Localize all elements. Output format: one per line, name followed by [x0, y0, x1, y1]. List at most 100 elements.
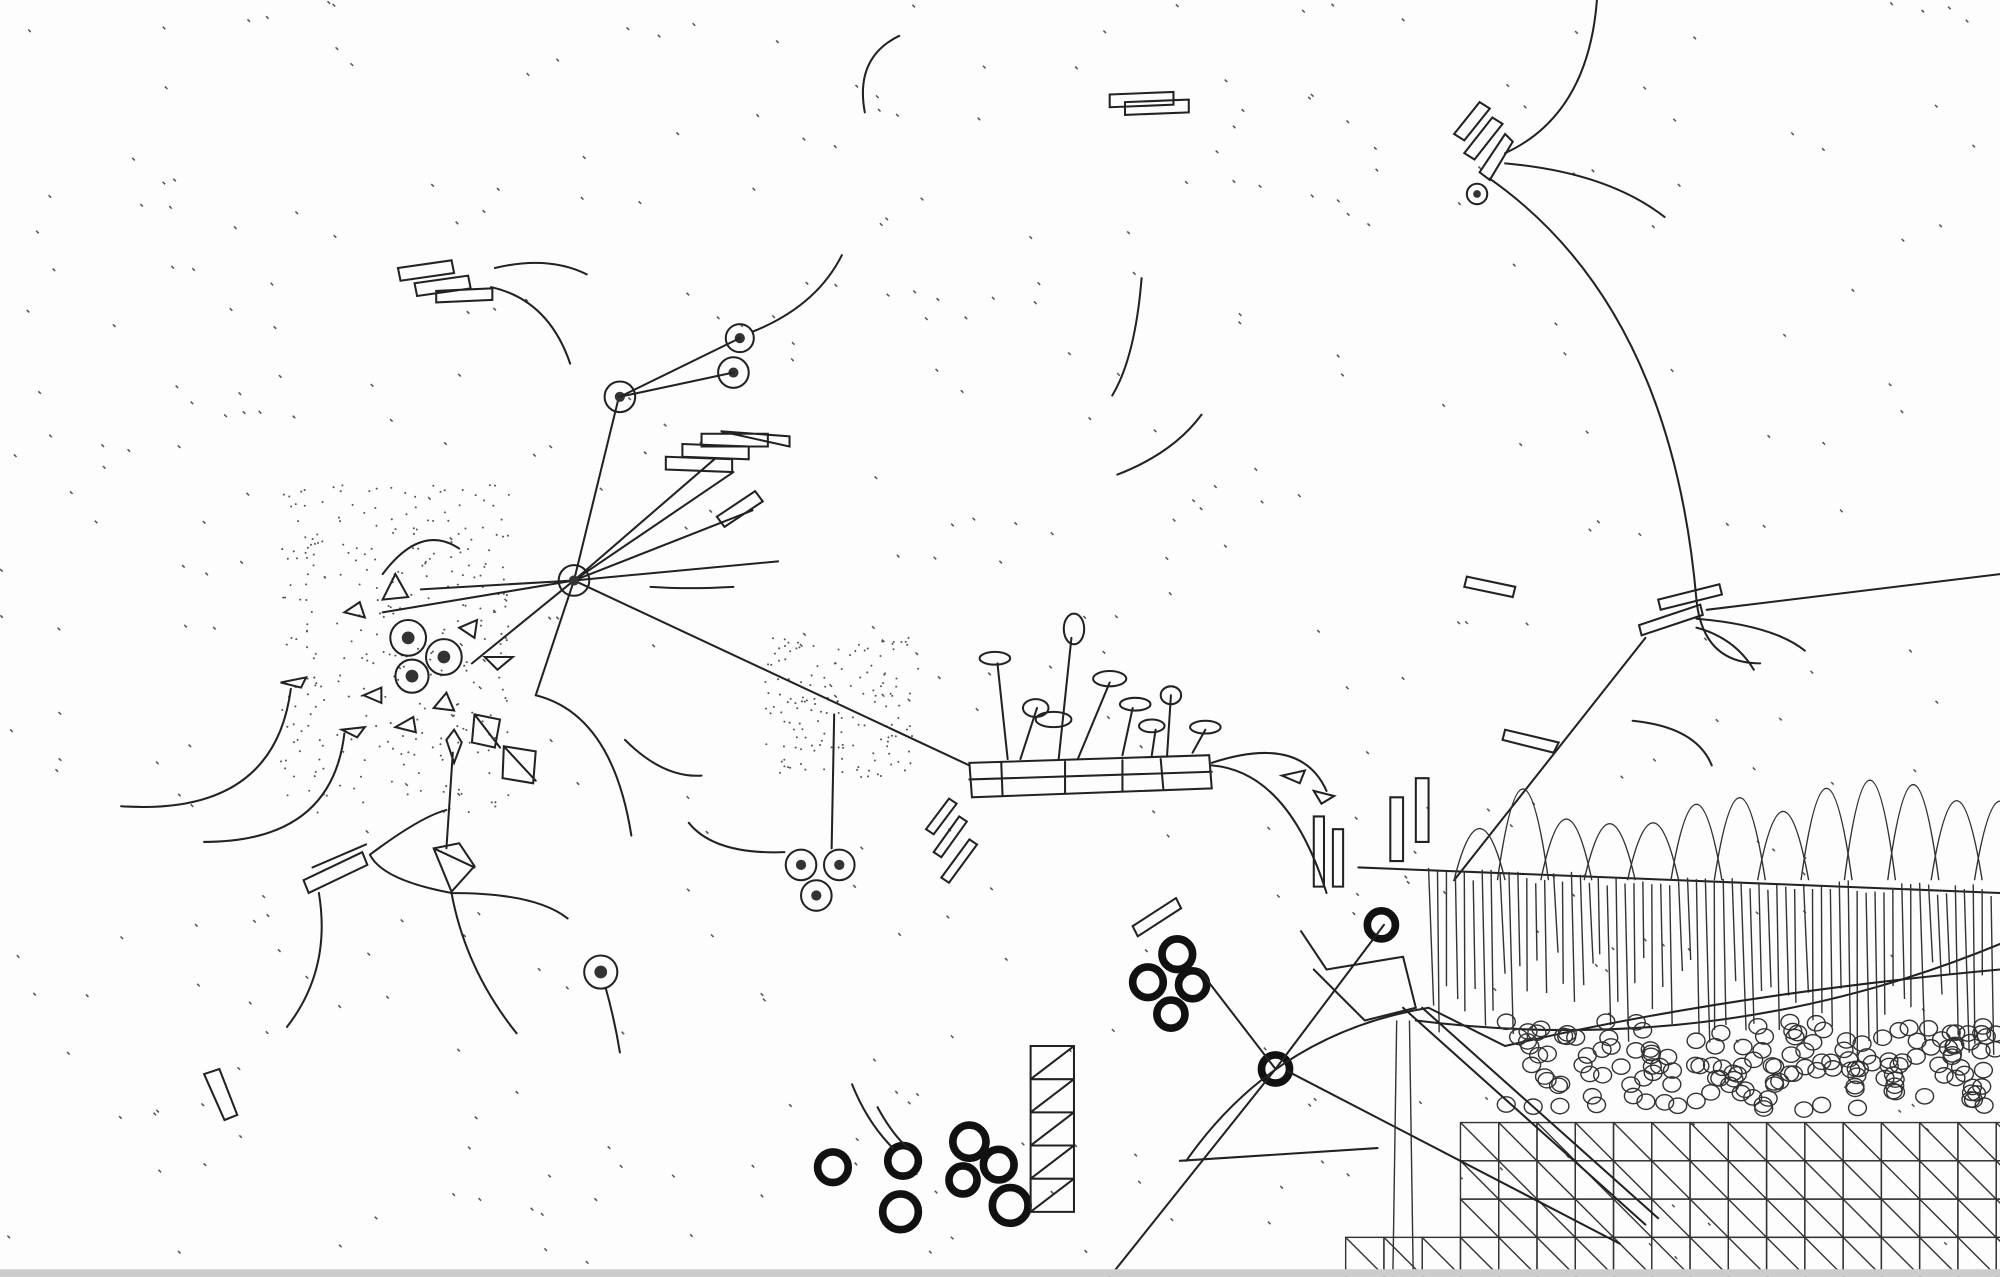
stipple [852, 744, 855, 747]
speck [1401, 676, 1405, 681]
stipple [830, 746, 833, 749]
speck [1028, 235, 1033, 240]
speck [1355, 892, 1360, 897]
speck [52, 267, 56, 272]
pebble [1557, 1028, 1577, 1046]
speck [126, 448, 131, 453]
grid-cell [1995, 1121, 2000, 1162]
speck [203, 1162, 207, 1167]
speck [1525, 622, 1529, 626]
stipple [457, 741, 460, 744]
speck [1310, 194, 1315, 198]
grid-diagonal [1536, 1198, 1576, 1238]
pebble [1811, 1096, 1832, 1114]
speck [548, 444, 553, 449]
speck [886, 293, 890, 297]
grid-diagonal [1536, 1236, 1576, 1277]
speck [265, 15, 270, 20]
speck [526, 72, 530, 77]
pebble [1962, 1078, 1983, 1096]
pebble [1752, 1042, 1772, 1059]
speck [457, 373, 462, 378]
stipple [392, 612, 395, 615]
speck [237, 1066, 241, 1071]
speck [1106, 715, 1111, 720]
speck [1297, 493, 1302, 498]
pebble [1807, 1061, 1827, 1079]
pebble [1781, 1046, 1801, 1063]
stipple [431, 746, 434, 749]
pebble [1522, 1056, 1542, 1074]
stipple [500, 518, 503, 521]
pebble [1626, 1013, 1646, 1031]
stipple [443, 489, 446, 492]
stipple [505, 639, 508, 642]
speck [1199, 506, 1203, 511]
stipple [294, 503, 297, 506]
speck [1033, 300, 1038, 305]
speck [1166, 834, 1170, 838]
stipple [805, 699, 808, 702]
grid-diagonal [1842, 1122, 1882, 1162]
speck [935, 368, 939, 373]
fence-stroke [1758, 884, 1763, 991]
stipple [351, 503, 354, 506]
speck [1232, 125, 1236, 129]
speck [1571, 893, 1576, 897]
grid-diagonal [1536, 1160, 1576, 1200]
stipple [352, 787, 356, 790]
speck [991, 296, 996, 301]
arch [1453, 828, 1506, 881]
grid-diagonal [1498, 1160, 1538, 1200]
speck [582, 155, 587, 160]
stipple [300, 730, 303, 733]
stipple [306, 677, 309, 680]
stipple [313, 775, 316, 778]
speck [1771, 848, 1776, 852]
grid-diagonal [1957, 1160, 1997, 1200]
grid-diagonal [1842, 1160, 1882, 1200]
stipple [892, 640, 895, 644]
speck [1652, 758, 1657, 762]
speck [152, 1112, 157, 1116]
speck [762, 998, 767, 1002]
fence-stroke [1847, 880, 1852, 1044]
stipple [390, 486, 393, 489]
speck [950, 1034, 954, 1039]
stipple [788, 721, 791, 724]
grid-diagonal [1613, 1122, 1653, 1162]
speck [580, 196, 584, 201]
fence-stroke [1597, 876, 1601, 955]
speck [266, 913, 270, 918]
stipple [488, 484, 491, 487]
stipple [452, 714, 455, 717]
fence-stroke [1642, 881, 1645, 959]
stipple [339, 520, 342, 523]
speck [1762, 524, 1766, 529]
stipple [465, 661, 468, 664]
stipple [501, 566, 504, 569]
stipple [432, 519, 435, 522]
stipple [909, 762, 912, 765]
speck [131, 157, 136, 162]
speck [188, 743, 192, 748]
pebble [1892, 1053, 1912, 1070]
stipple [362, 801, 365, 804]
speck [859, 846, 864, 850]
pebble [1685, 1056, 1706, 1074]
stipple [795, 736, 798, 739]
pebble [1748, 1017, 1768, 1035]
stipple [480, 619, 483, 622]
speck [1591, 168, 1595, 173]
stipple [412, 532, 416, 535]
speck [1354, 816, 1359, 821]
stipple [488, 772, 491, 775]
speck [790, 357, 795, 362]
pebble [1958, 1025, 1978, 1042]
speck [273, 325, 277, 330]
stipple [457, 788, 460, 791]
fence-stroke [1561, 881, 1564, 984]
speck [1604, 968, 1609, 973]
pebble [1573, 1056, 1593, 1074]
speck [937, 675, 942, 680]
